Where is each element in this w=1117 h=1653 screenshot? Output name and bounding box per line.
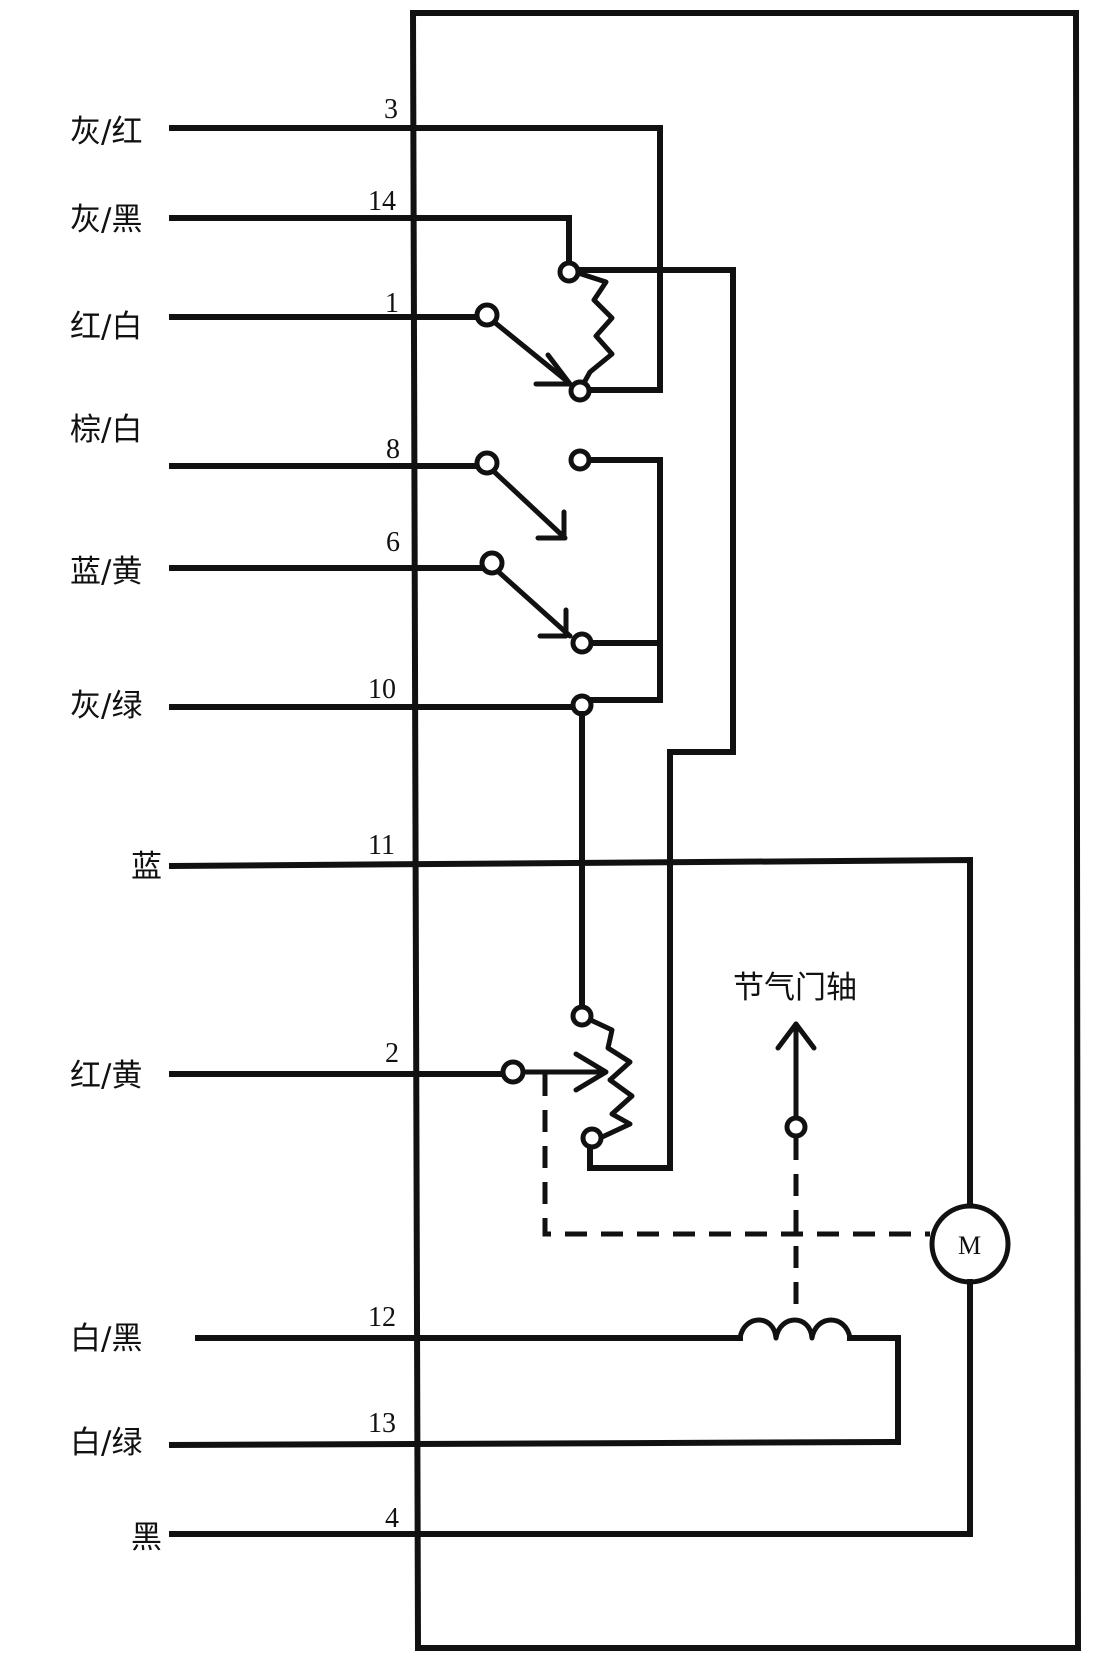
terminal-8 (474, 450, 500, 476)
switch-arm-8 (485, 463, 568, 541)
coil-windings (737, 1317, 853, 1341)
resistor-zigzag-upper (566, 267, 615, 393)
terminal-lower-top (570, 1004, 594, 1028)
switch-arm-6 (489, 563, 573, 639)
wire-label-12: 白/黑 (70, 1321, 142, 1357)
pin-number-3: 3 (384, 94, 398, 125)
wire-14-trace (169, 215, 572, 261)
pin-number-13: 13 (368, 1408, 396, 1439)
terminal-lower-bottom (580, 1126, 604, 1150)
throttle-shaft: 节气门轴 (733, 970, 857, 1316)
pin-number-8: 8 (386, 434, 400, 465)
arrowhead-upper (533, 352, 573, 387)
pin-number-6: 6 (386, 527, 400, 558)
wiper-arrow-upper (485, 314, 571, 385)
wire-11-trace (168, 856, 973, 1207)
throttle-position-potentiometer (169, 1004, 930, 1237)
wire-label-2: 红/黄 (70, 1058, 142, 1094)
wire-3-trace (169, 125, 663, 393)
terminal-2 (500, 1059, 526, 1085)
throttle-shaft-pivot (784, 1115, 808, 1139)
terminal-3 (568, 379, 592, 403)
resistor-top-feed-trace (566, 267, 736, 1171)
pin-number-10: 10 (368, 674, 396, 705)
wire-label-6: 蓝/黄 (70, 554, 142, 590)
terminal-6 (479, 550, 505, 576)
switch-arrowhead-6 (537, 607, 569, 639)
terminal-14 (557, 260, 581, 284)
pin-number-1: 1 (385, 288, 399, 319)
arrowhead-lower (573, 1051, 609, 1093)
pin-number-4: 4 (385, 1503, 399, 1534)
throttle-shaft-label: 节气门轴 (733, 970, 857, 1006)
enclosure-box (409, 9, 1082, 1651)
terminal-1 (474, 302, 500, 328)
pin-number-11: 11 (368, 830, 395, 861)
idle-switch-group (169, 448, 663, 1009)
wire-label-3: 灰/红 (70, 114, 142, 150)
wire-label-10: 灰/绿 (70, 688, 142, 724)
wire-label-11: 蓝 (131, 849, 162, 885)
motor-label: M (958, 1231, 981, 1260)
wire-13-trace (168, 1335, 901, 1449)
wire-label-13: 白/绿 (70, 1425, 142, 1461)
pin-number-12: 12 (368, 1302, 396, 1333)
switch-contact-trace (577, 457, 663, 703)
wire-label-14: 灰/黑 (70, 202, 142, 238)
throttle-shaft-arrowhead (775, 1021, 817, 1051)
pin-number-14: 14 (368, 186, 396, 217)
wire-4-trace (169, 1279, 973, 1537)
switch-arrowhead-8 (535, 509, 567, 541)
mechanical-link-wiper (542, 1074, 930, 1237)
wire-label-8: 棕/白 (70, 412, 142, 448)
wire-label-1: 红/白 (70, 309, 142, 345)
resistor-zigzag-lower (579, 1013, 635, 1141)
pin-number-2: 2 (385, 1038, 399, 1069)
throttle-motor: M (169, 1203, 1011, 1537)
terminal-switch-top (568, 448, 592, 472)
terminal-6-contact (570, 631, 594, 655)
solenoid-coil (168, 1317, 901, 1449)
wire-label-4: 黑 (131, 1520, 162, 1556)
idle-position-potentiometer (169, 125, 736, 1171)
